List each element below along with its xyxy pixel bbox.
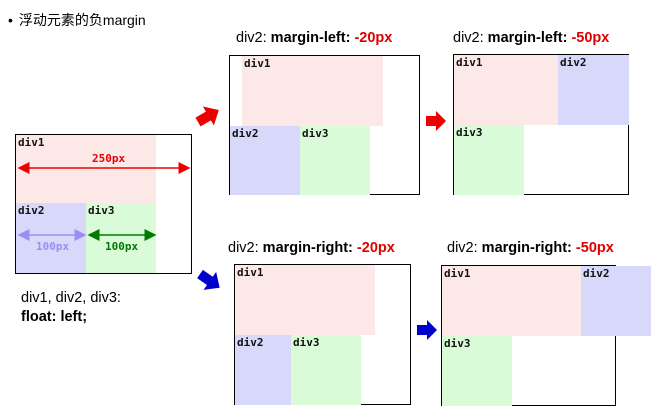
div3-label: div3 — [302, 127, 329, 140]
label-prop: margin-left: — [487, 30, 568, 46]
div1-label: div1 — [456, 56, 483, 69]
div2-label: div2 — [237, 336, 264, 349]
mr50-div3: div3 — [442, 336, 512, 406]
div3-label: div3 — [456, 126, 483, 139]
label-prop: margin-right: — [262, 240, 353, 256]
div3-label: div3 — [293, 336, 320, 349]
desc-line-1: div1, div2, div3: — [21, 290, 121, 306]
div2-label: div2 — [18, 204, 45, 217]
page-heading: • 浮动元素的负margin — [8, 10, 146, 30]
ml20-div1: div1 — [242, 56, 383, 126]
div3-label: div3 — [444, 337, 471, 350]
div1-label: div1 — [444, 267, 471, 280]
div1-label: div1 — [244, 57, 271, 70]
label-prefix: div2: — [236, 30, 267, 46]
desc-line-2: float: left; — [21, 309, 88, 325]
blue-arrow-icon — [417, 320, 437, 340]
label-prop: margin-left: — [270, 30, 351, 46]
ml50-div2: div2 — [558, 55, 629, 125]
label-margin-right-20: div2: margin-right: -20px — [228, 240, 395, 256]
label-margin-right-50: div2: margin-right: -50px — [447, 240, 614, 256]
heading-text: 浮动元素的负margin — [18, 12, 146, 28]
dim-label-div3: 100px — [105, 240, 139, 253]
red-arrow-icon — [195, 106, 219, 127]
div1-label: div1 — [18, 136, 45, 149]
div2-label: div2 — [583, 267, 610, 280]
ml50-div3: div3 — [454, 125, 524, 195]
mr20-div3: div3 — [291, 335, 361, 405]
base-description: div1, div2, div3: float: left; — [21, 289, 121, 327]
mr50-div1: div1 — [442, 266, 582, 336]
frame-margin-left-50: div1 div2 div3 — [453, 54, 629, 195]
label-value: -20px — [356, 240, 395, 256]
label-value: -50px — [571, 30, 610, 46]
div2-label: div2 — [560, 56, 587, 69]
div3-label: div3 — [88, 204, 115, 217]
ml20-div2: div2 — [230, 126, 300, 195]
div1-label: div1 — [237, 266, 264, 279]
label-margin-left-50: div2: margin-left: -50px — [453, 30, 609, 46]
frame-margin-left-20: div1 div2 div3 — [229, 55, 420, 195]
dim-label-div2: 100px — [36, 240, 70, 253]
bullet: • — [8, 12, 13, 28]
ml50-div1: div1 — [454, 55, 559, 125]
label-prefix: div2: — [228, 240, 259, 256]
frame-margin-right-50: div1 div2 div3 — [441, 265, 651, 406]
frame-margin-right-20: div1 div2 div3 — [234, 264, 411, 405]
mr20-div1: div1 — [235, 265, 375, 335]
label-prefix: div2: — [447, 240, 478, 256]
mr50-div2: div2 — [581, 266, 651, 336]
div2-label: div2 — [232, 127, 259, 140]
label-margin-left-20: div2: margin-left: -20px — [236, 30, 392, 46]
red-arrow-icon — [426, 111, 446, 131]
label-prefix: div2: — [453, 30, 484, 46]
label-value: -50px — [575, 240, 614, 256]
ml20-div3: div3 — [300, 126, 370, 195]
dim-label-div1: 250px — [92, 152, 126, 165]
label-prop: margin-right: — [481, 240, 572, 256]
label-value: -20px — [354, 30, 393, 46]
blue-arrow-icon — [197, 269, 220, 290]
